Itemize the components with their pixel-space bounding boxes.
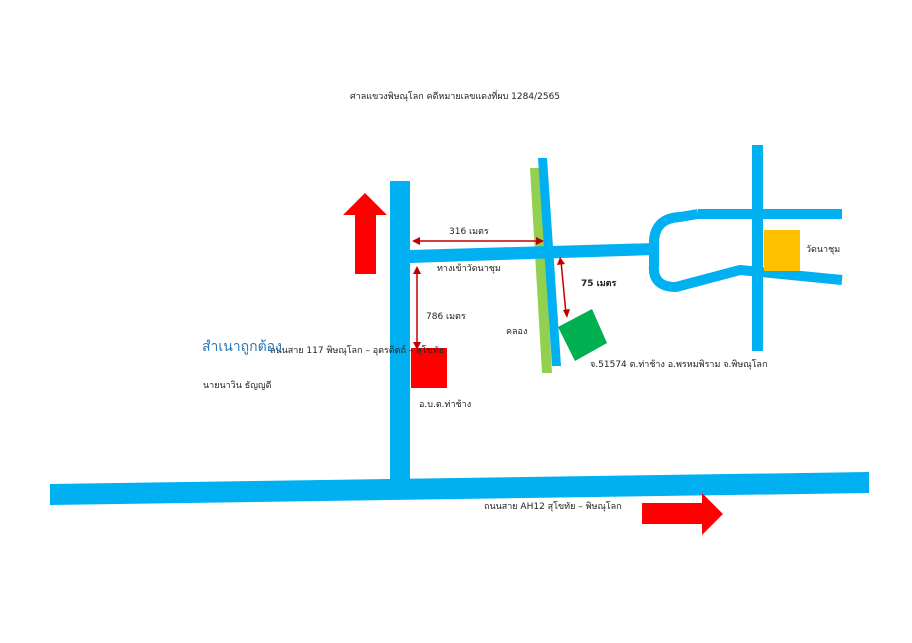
ah12-road-label: ถนนสาย AH12 สุโขทัย – พิษณุโลก [484,502,622,512]
road-temple-vertical [752,145,763,351]
road-canal-side [538,158,561,366]
north-arrow-icon [343,193,387,274]
canal-label: คลอง [506,327,528,337]
road-temple-loop [648,209,843,292]
route-117-label: ถนนสาย 117 พิษณุโลก – อุตรดิตถ์ – สุโขทั… [270,346,444,356]
distance-label-75: 75 เมตร [581,279,617,289]
wat-entrance-label: ทางเข้าวัดนาชุม [437,264,501,274]
distance-label-316: 316 เมตร [449,227,489,237]
court-case-title: ศาลแขวงพิษณุโลก คดีหมายเลขแดงที่ผบ 1284/… [350,92,561,102]
east-arrow-icon [642,493,723,535]
temple-label: วัดนาชุม [806,245,841,255]
temple-marker [764,230,800,271]
distance-label-786: 786 เมตร [426,312,466,322]
district-office-marker [411,348,447,388]
district-office-label: อ.บ.ต.ท่าช้าง [419,400,472,410]
canal-strip [530,168,552,373]
signer-name: นายนาวิน ธัญญดี [203,381,272,391]
dimension-arrow-786 [413,266,421,350]
property-label: จ.51574 ต.ท่าช้าง อ.พรหมพิราม จ.พิษณุโลก [590,360,768,370]
road-ah12 [50,472,869,505]
road-117 [390,181,410,480]
property-marker [558,309,607,361]
dimension-arrow-316 [412,237,544,245]
road-wat-entrance [410,243,655,263]
certified-copy-stamp: สำเนาถูกต้อง [202,339,282,355]
dimension-arrow-75 [557,257,570,318]
